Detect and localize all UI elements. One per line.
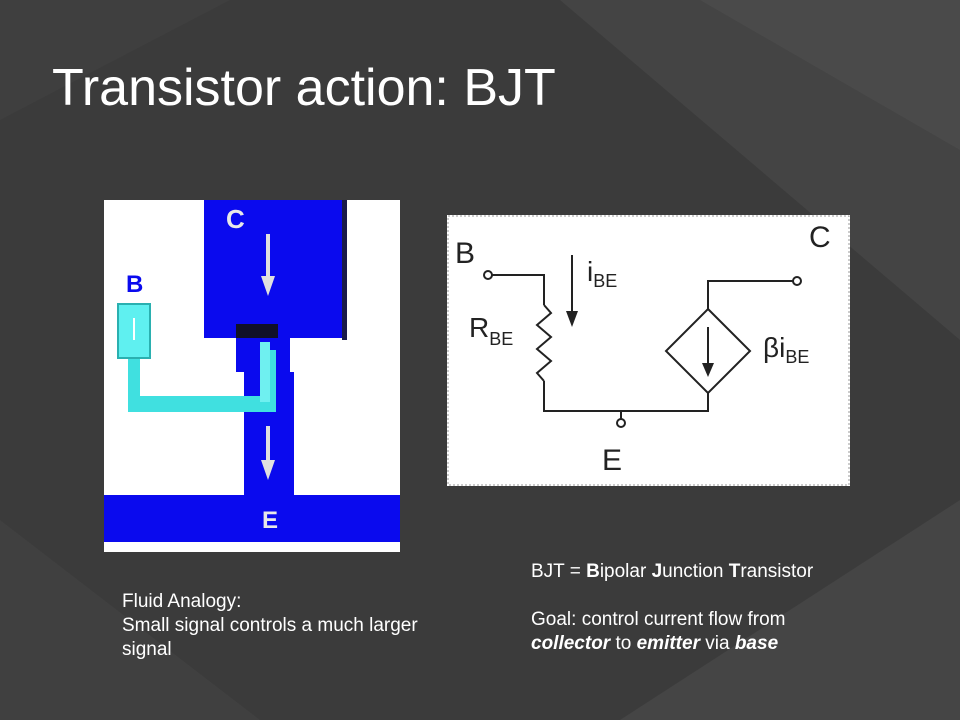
resistor-label-rbe: RBE [469,312,513,349]
acronym-word-bipolar: ipolar [599,561,652,582]
resistor-subscript: BE [489,329,513,349]
circuit-border [447,215,850,486]
circuit-label-collector: C [809,221,831,254]
goal-line-1: Goal: control current flow from [531,609,786,630]
acronym-letter-j: J [651,561,663,582]
current-subscript: BE [593,271,617,291]
acronym-line: BJT = Bipolar Junction Transistor [531,560,951,584]
gain-label-beta-ibe: βiBE [763,332,809,367]
base-flow-column [260,342,270,402]
background-shape [700,0,960,150]
current-symbol: i [587,256,593,287]
caption-spacer [531,584,951,608]
background-shape [0,0,230,120]
acronym-letter-t: T [728,561,741,582]
circuit-label-base: B [455,237,475,270]
resistor-symbol: R [469,312,489,343]
acronym-word-junction: unction [662,561,729,582]
fluid-label-emitter: E [262,507,278,534]
background-shape [0,520,260,720]
slide-title: Transistor action: BJT [52,59,556,117]
goal-base: base [734,633,779,654]
goal-via: via [699,633,735,654]
collector-wire [707,280,793,309]
caption-description: Small signal controls a much larger sign… [122,615,418,660]
emitter-arrow-head [261,460,275,480]
base-wire [492,274,545,305]
terminal-collector [792,276,802,286]
goal-emitter: emitter [636,633,700,654]
acronym-prefix: BJT = [531,561,587,582]
gain-symbol: βi [763,332,785,363]
fluid-main-channel [104,200,400,542]
collector-arrow-head [261,276,275,296]
fluid-label-collector: C [226,204,245,234]
goal-to: to [610,633,637,654]
valve-plate [236,324,278,338]
fluid-channel-edge [342,200,347,340]
acronym-word-transistor: ransistor [740,561,814,582]
background-shape [620,500,960,720]
terminal-base [483,270,493,280]
terminal-emitter [616,418,626,428]
bjt-definition-caption: BJT = Bipolar Junction Transistor Goal: … [531,560,951,656]
fluid-label-base: B [126,271,143,298]
source-arrow-head [702,363,714,377]
acronym-letter-b: B [586,561,600,582]
circuit-label-emitter: E [602,444,622,477]
fluid-analogy-caption: Fluid Analogy: Small signal controls a m… [122,590,452,662]
bottom-wire [543,381,709,412]
ibe-arrow-head [566,311,578,327]
bjt-circuit-diagram: B C E iBE RBE βiBE [447,215,850,486]
gain-subscript: BE [785,347,809,367]
caption-heading: Fluid Analogy: [122,591,242,612]
resistor-rbe [535,304,553,382]
current-label-ibe: iBE [587,256,617,291]
fluid-analogy-diagram: C B E [104,200,400,552]
goal-collector: collector [531,633,611,654]
goal-line-2: collector to emitter via base [531,632,951,656]
